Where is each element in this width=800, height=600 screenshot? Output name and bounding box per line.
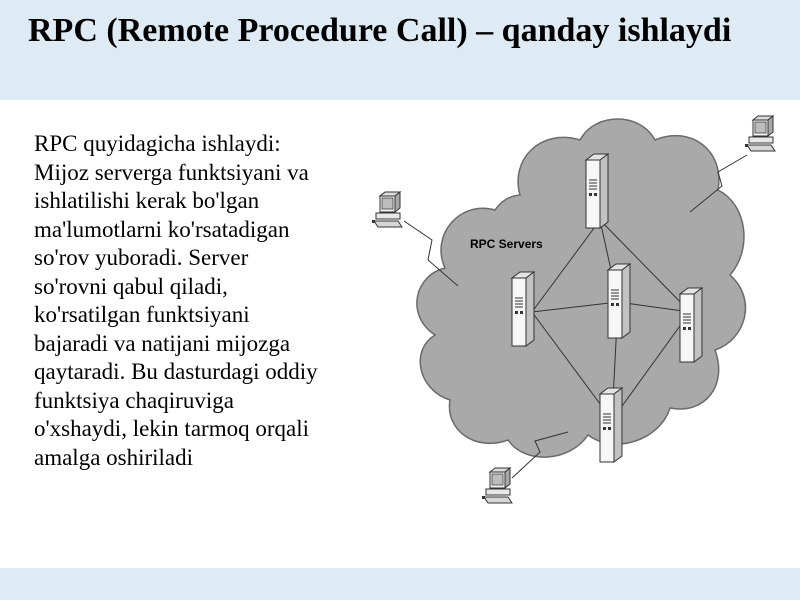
client-computer-icon [744,115,776,152]
body-line: ishlatilishi kerak bo'lgan [34,188,260,213]
header-band [0,0,800,100]
body-text: RPC quyidagicha ishlaydi: Mijoz serverga… [34,130,374,472]
body-line: Mijoz serverga funktsiyani va [34,159,309,185]
server-icon [679,287,703,363]
cloud-shape [416,118,747,458]
body-line: funktsiya chaqiruviga [34,387,234,413]
client-computer-icon [371,191,403,228]
lightning-link-icon [403,220,459,287]
server-links [531,219,691,421]
body-line: o'xshaydi, lekin tarmoq orqali [34,416,309,441]
body-line: ma'lumotlarni ko'rsatadigan [34,216,290,242]
footer-band [0,568,800,600]
lightning-link-icon [511,431,569,479]
body-line: bajaradi va natijani mijozga [34,330,291,356]
body-line: so'rovni qabul qiladi, [34,273,228,299]
lightning-link-icon [689,154,748,213]
cloud-label: RPC Servers [470,237,543,251]
body-line: so'rov yuboradi. Server [34,245,249,270]
rpc-network-diagram: RPC Servers [371,115,776,504]
body-line: ko'rsatilgan funktsiyani [34,302,250,327]
body-line: amalga oshiriladi [34,444,194,470]
server-icon [511,271,535,347]
server-icon [585,153,609,229]
server-icon [607,263,631,339]
server-icon [599,387,623,463]
body-line: qaytaradi. Bu dasturdagi oddiy [34,359,318,384]
slide-title: RPC (Remote Procedure Call) – qanday ish… [28,12,732,49]
client-computer-icon [481,467,513,504]
body-line: RPC quyidagicha ishlaydi: [34,131,281,156]
